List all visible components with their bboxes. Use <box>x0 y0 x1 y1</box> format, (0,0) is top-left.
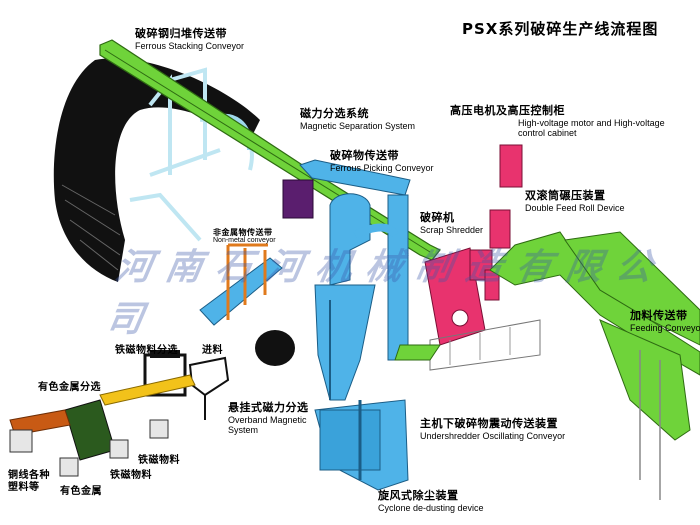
label-ferro-material-1: 铁磁物料 <box>138 455 180 466</box>
nonferrous-sort-unit <box>64 399 116 461</box>
hv-cabinet <box>499 144 523 188</box>
label-cyclone: 旋风式除尘装置 Cyclone de-dusting device <box>378 489 484 513</box>
label-copper-plastic: 铜线各种 塑料等 <box>8 470 50 493</box>
cyclone-hopper-front <box>319 409 381 471</box>
scrap-pile-texture <box>61 184 121 271</box>
label-ferrous-picking: 破碎物传送带 Ferrous Picking Conveyor <box>330 149 434 173</box>
residue-pile <box>255 330 295 366</box>
undershredder-conveyor <box>394 344 441 361</box>
conveyor-edge <box>104 49 431 253</box>
hv-motor <box>489 209 511 249</box>
label-scrap-shredder: 破碎机 Scrap Shredder <box>420 211 484 235</box>
label-double-feed: 双滚筒碾压装置 Double Feed Roll Device <box>525 189 625 213</box>
magnetic-separator-drum <box>282 179 314 219</box>
label-ferro-material-2: 铁磁物料 <box>110 470 152 481</box>
collection-bin <box>59 457 79 477</box>
collection-bin <box>149 419 169 439</box>
feeding-conveyor-ramp <box>599 319 691 441</box>
non-metal-conveyor <box>199 257 283 326</box>
watermark-text: 河南石河机械制造有限公司 <box>103 246 670 340</box>
cyclone-pipe <box>353 223 399 239</box>
label-overband: 悬挂式磁力分选 Overband Magnetic System <box>228 401 309 435</box>
label-non-metal: 非金属物传送带 Non-metal conveyor <box>213 228 276 245</box>
cyclone-duct <box>329 193 371 286</box>
label-ferro-sort: 铁磁物料分选 <box>115 345 178 356</box>
feeding-conveyor-slope <box>564 231 700 346</box>
shredder-rotor <box>451 309 469 327</box>
label-feed-in: 进料 <box>202 345 223 356</box>
collection-bin <box>9 429 33 453</box>
yellow-conveyor <box>99 374 196 406</box>
non-metal-frame <box>226 243 268 320</box>
feed-hopper <box>188 356 230 397</box>
feeding-conveyor <box>489 231 700 376</box>
label-magnetic-separation: 磁力分选系统 Magnetic Separation System <box>300 107 416 131</box>
diagram-title: PSX系列破碎生产线流程图 <box>462 20 659 38</box>
label-undershredder: 主机下破碎物震动传送装置 Undershredder Oscillating C… <box>420 417 566 441</box>
label-ferrous-stacking: 破碎钢归堆传送带 Ferrous Stacking Conveyor <box>135 27 245 51</box>
label-hv-motor: 高压电机及高压控制柜 High-voltage motor and High-v… <box>450 104 665 138</box>
ferrous-sort-top <box>150 350 180 358</box>
shredder-foundation-lines <box>449 327 511 365</box>
label-nonferrous-metal: 有色金属 <box>60 486 102 497</box>
collection-bin <box>109 439 129 459</box>
label-feeding: 加料传送带 Feeding Conveyor <box>630 309 700 333</box>
label-nonferrous-sort: 有色金属分选 <box>38 382 101 393</box>
ferrous-picking-conveyor <box>299 159 411 196</box>
